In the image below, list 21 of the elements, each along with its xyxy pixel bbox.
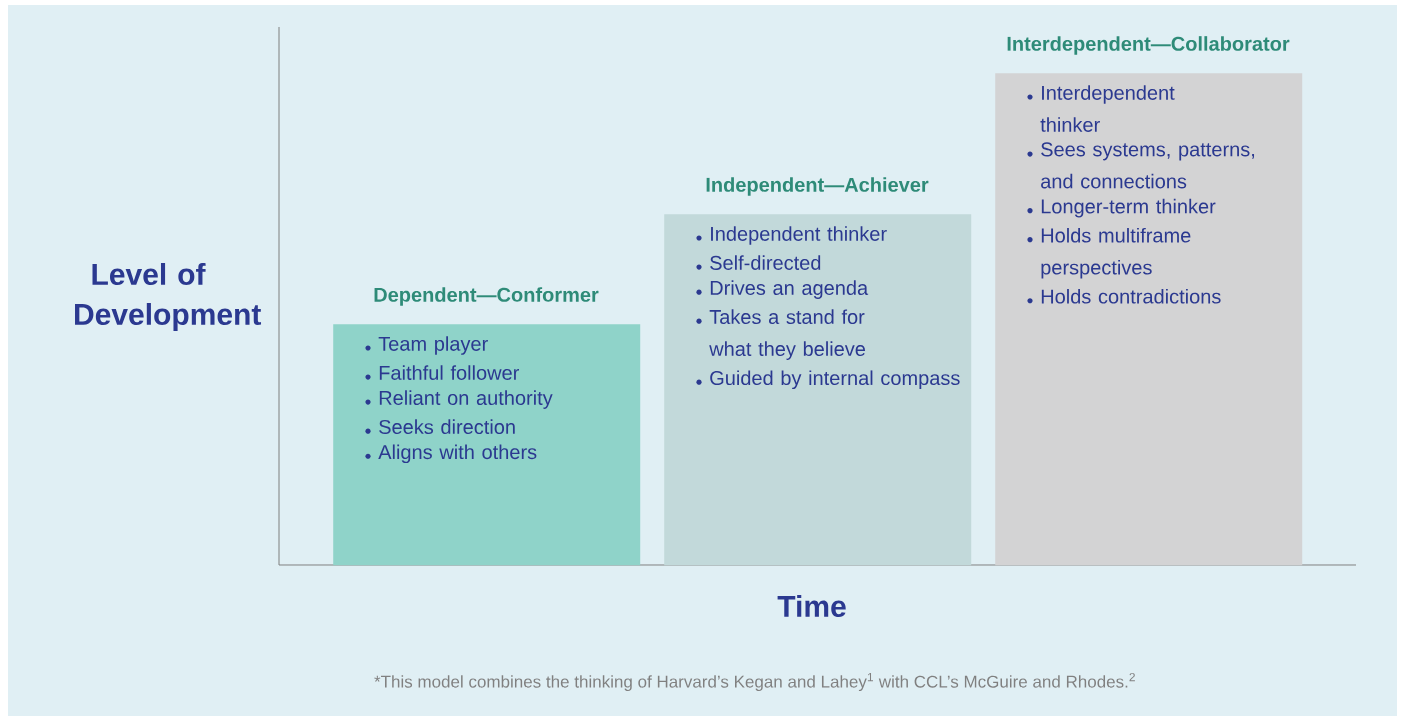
stage-heading: Interdependent—Collaborator [1007, 36, 1290, 55]
axis-title: Time [777, 595, 846, 617]
bullet-item: Guided by internal compass [696, 370, 960, 390]
stage-heading: Independent—Achiever [706, 177, 929, 196]
axis-title: Level of Development [75, 263, 261, 331]
bullet-item: Interdependent thinker [1027, 85, 1175, 132]
bullet-item: Seeks direction [365, 419, 515, 435]
bullet-item: Team player [365, 336, 488, 355]
footnote: *This model combines the thinking of Harvard’s Kegan and Lahey$^{1}$ with CCL’s McGuire and Rhodes.$^{2}$ [374, 672, 1135, 692]
bullet-item: Reliant on authority [365, 390, 553, 409]
bullet-item: Holds multiframe perspectives [1027, 227, 1191, 279]
bullet-item: Faithful follower [365, 365, 519, 380]
bullet-item: Drives an agenda [696, 280, 869, 299]
bullet-item: Independent thinker [696, 226, 887, 245]
bullet-item: Takes a stand for what they believe [696, 309, 866, 360]
bullet-item: Longer-term thinker [1027, 198, 1216, 218]
bullet-item: Aligns with others [365, 444, 537, 464]
bullet-item: Holds contradictions [1027, 288, 1221, 304]
bullet-item: Self-directed [696, 255, 821, 270]
bullet-item: Sees systems, patterns, and connections [1027, 142, 1255, 189]
stage-heading: Dependent—Conformer [374, 287, 599, 306]
